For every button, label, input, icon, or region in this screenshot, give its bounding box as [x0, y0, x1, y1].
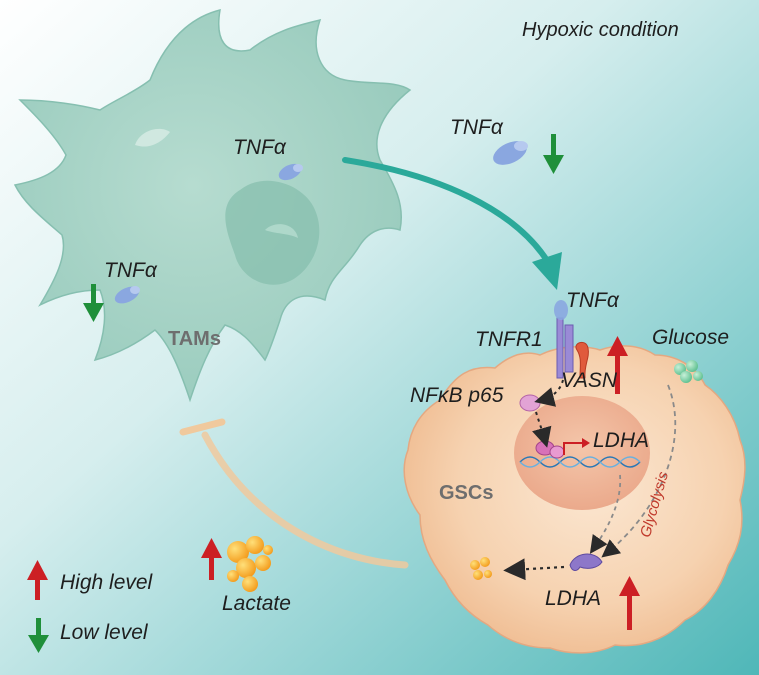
lactate-cluster	[227, 536, 273, 592]
legend-high-label: High level	[60, 571, 153, 594]
ldha-enzyme-label: LDHA	[545, 587, 602, 610]
condition-title: Hypoxic condition	[522, 19, 679, 41]
tnf-label: TNFα	[450, 116, 503, 139]
ldha-gene-label: LDHA	[593, 429, 650, 452]
lactate-production-path	[503, 558, 565, 581]
tnf-protein-tam-lower	[114, 286, 140, 304]
vasn-protein	[575, 341, 589, 379]
secretion-arrow-head	[532, 252, 562, 290]
tnf-label: TNFα	[104, 259, 157, 282]
glycolysis-path	[601, 384, 677, 558]
inhibition-line	[201, 431, 409, 569]
lactate-inside	[470, 557, 492, 580]
gsc-nucleus	[514, 396, 650, 510]
p65-on-dna-b	[549, 445, 565, 459]
gscs-label: GSCs	[439, 482, 494, 504]
tam-cell	[13, 8, 412, 403]
transcription-arrow-head	[582, 438, 590, 448]
tnf-protein-secreted	[493, 141, 528, 165]
tam-nucleus	[225, 180, 320, 285]
down-arrow-icon	[83, 284, 104, 322]
down-arrow-icon	[28, 618, 49, 653]
nfkb-protein	[519, 394, 541, 412]
glucose-label: Glucose	[652, 326, 730, 349]
inhibition-bar	[179, 418, 226, 436]
legend-low-label: Low level	[60, 621, 148, 644]
secretion-arrow	[342, 157, 551, 265]
tam-highlight	[135, 128, 170, 147]
tnfr1-label: TNFR1	[475, 328, 543, 351]
up-arrow-icon	[27, 560, 48, 600]
nfkb-label: NFκB p65	[410, 384, 504, 407]
nucleus-highlight	[265, 224, 298, 238]
dna-strand-b	[519, 456, 641, 468]
tnf-bound	[554, 300, 568, 320]
down-arrow-icon	[543, 134, 564, 174]
tams-label: TAMs	[168, 328, 221, 350]
tnf-protein-tam-upper	[278, 163, 303, 181]
tnf-label: TNFα	[233, 136, 286, 159]
glucose-molecules	[674, 360, 703, 383]
tnf-label: TNFα	[566, 289, 619, 312]
ldha-enzyme	[569, 553, 603, 571]
signal-path	[534, 379, 564, 407]
up-arrow-icon	[607, 336, 628, 394]
transcription-arrow	[563, 442, 584, 455]
up-arrow-icon	[619, 576, 640, 630]
up-arrow-icon	[201, 538, 222, 580]
vasn-label: VASN	[561, 369, 618, 392]
lactate-label: Lactate	[222, 592, 291, 615]
